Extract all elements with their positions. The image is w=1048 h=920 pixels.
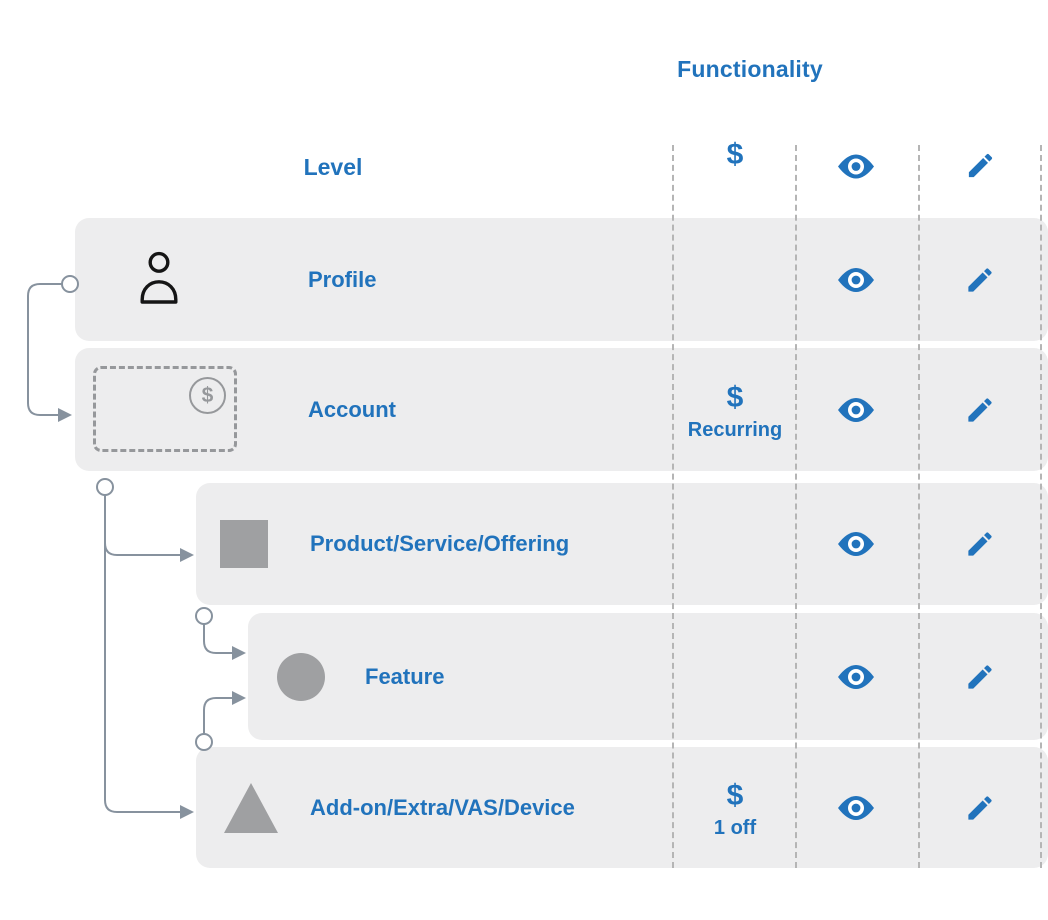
- connector-profile-to-account: [27, 283, 62, 416]
- price-cell: $ Recurring: [665, 382, 805, 442]
- eye-icon: [838, 267, 874, 292]
- pencil-icon: [968, 664, 992, 689]
- price-type-label: 1 off: [713, 817, 757, 839]
- dollar-circle-icon: $: [189, 377, 226, 414]
- row-label: Feature: [365, 663, 445, 689]
- circle-icon: [277, 652, 325, 701]
- row-label: Add-on/Extra/VAS/Device: [310, 794, 575, 820]
- square-icon: [220, 520, 268, 568]
- row-label: Product/Service/Offering: [310, 531, 570, 556]
- pencil-icon: [968, 267, 992, 292]
- eye-icon: [838, 532, 874, 556]
- arrowhead-icon: [232, 646, 246, 660]
- connector-node-icon: [96, 478, 114, 496]
- connector-addon-to-feature: [203, 697, 232, 734]
- connector-node-icon: [195, 607, 213, 625]
- row-label: Account: [308, 396, 396, 422]
- column-divider: [672, 145, 674, 868]
- price-type-label: Recurring: [687, 419, 783, 441]
- eye-icon: [838, 664, 874, 689]
- level-column-header: Level: [303, 154, 363, 180]
- arrowhead-icon: [180, 805, 194, 819]
- column-divider: [1040, 145, 1042, 868]
- level-row-product-service-offering: Product/Service/Offering: [196, 483, 1048, 605]
- functionality-title: Functionality: [677, 56, 823, 82]
- dollar-icon: $: [726, 779, 744, 812]
- arrowhead-icon: [180, 548, 194, 562]
- eye-icon: [838, 795, 874, 820]
- level-row-account: $ Account $ Recurring: [75, 348, 1048, 471]
- connector-account-to-product: [104, 542, 180, 556]
- pencil-icon: [968, 153, 993, 178]
- dollar-icon: $: [726, 381, 744, 414]
- level-row-profile: Profile: [75, 218, 1048, 341]
- pencil-icon: [968, 397, 992, 422]
- pencil-icon: [968, 795, 992, 820]
- level-row-feature: Feature: [248, 613, 1048, 740]
- row-label: Profile: [308, 266, 377, 292]
- person-icon: [140, 251, 178, 304]
- dashed-card-dollar-icon: $: [93, 366, 237, 452]
- eye-icon: [838, 397, 874, 422]
- arrowhead-icon: [232, 691, 246, 705]
- connector-product-to-feature: [203, 624, 232, 654]
- connector-account-to-addon: [104, 495, 180, 813]
- column-divider: [918, 145, 920, 868]
- triangle-icon: [224, 782, 278, 833]
- pencil-icon: [968, 532, 992, 556]
- price-cell: $ 1 off: [665, 780, 805, 840]
- price-column-header-icon: $: [726, 138, 744, 171]
- eye-icon: [838, 154, 874, 179]
- column-divider: [795, 145, 797, 868]
- arrowhead-icon: [58, 408, 72, 422]
- level-row-addon-extra-vas-device: Add-on/Extra/VAS/Device $ 1 off: [196, 747, 1048, 868]
